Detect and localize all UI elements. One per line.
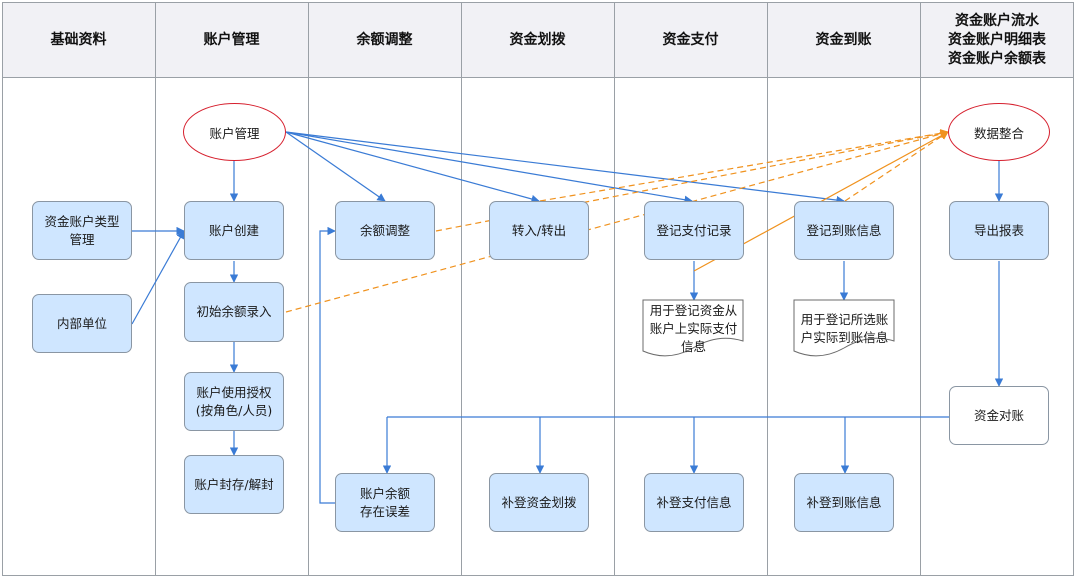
document-shape-payment	[642, 299, 744, 357]
node-payment-record[interactable]: 登记支付记录	[644, 201, 744, 260]
node-export-report[interactable]: 导出报表	[949, 201, 1049, 260]
lane-divider	[155, 2, 156, 576]
node-supplement-payment[interactable]: 补登支付信息	[644, 473, 744, 532]
node-supplement-transfer[interactable]: 补登资金划拨	[489, 473, 589, 532]
node-account-management-start[interactable]: 账户管理	[183, 103, 286, 161]
document-shape-arrival	[793, 299, 895, 357]
column-header-fund-payment: 资金支付	[662, 31, 719, 48]
node-internal-unit[interactable]: 内部单位	[32, 294, 132, 353]
column-header-fund-transfer: 资金划拨	[509, 31, 566, 48]
node-initial-balance-entry[interactable]: 初始余额录入	[184, 282, 284, 342]
column-header-fund-arrival: 资金到账	[815, 31, 872, 48]
edge-internal-unit-to-create	[131, 230, 185, 325]
column-header-reports: 资金账户流水 资金账户明细表 资金账户余额表	[948, 12, 1046, 67]
column-header-basic-data: 基础资料	[50, 31, 107, 48]
edge-ellipse-to-transfer	[285, 131, 540, 204]
edge-transfer-to-integration	[539, 129, 949, 202]
edge-arrival-to-integration	[844, 131, 949, 202]
lane-divider	[614, 2, 615, 576]
node-account-type-management[interactable]: 资金账户类型 管理	[32, 201, 132, 260]
node-account-seal[interactable]: 账户封存/解封	[184, 455, 284, 514]
edge-initial-to-integration	[285, 129, 949, 313]
edge-ellipse-to-adjust	[285, 131, 386, 202]
lane-divider	[767, 2, 768, 576]
note-payment-description: 用于登记资金从 账户上实际支付 信息	[649, 303, 738, 354]
edge-adjust-to-integration	[435, 129, 949, 232]
swimlane-header-row	[2, 2, 1074, 78]
node-account-authorization[interactable]: 账户使用授权 (按角色/人员)	[184, 372, 284, 431]
edge-ellipse-to-arrival	[285, 131, 845, 205]
column-header-balance-adjustment: 余额调整	[356, 31, 413, 48]
column-header-account-management: 账户管理	[203, 31, 260, 48]
node-balance-error[interactable]: 账户余额 存在误差	[335, 473, 435, 532]
node-supplement-arrival[interactable]: 补登到账信息	[794, 473, 894, 532]
node-balance-adjust[interactable]: 余额调整	[335, 201, 435, 260]
edge-ellipse-to-payment	[285, 131, 693, 204]
lane-divider	[461, 2, 462, 576]
edge-error-to-adjust	[319, 226, 336, 504]
node-arrival-record[interactable]: 登记到账信息	[794, 201, 894, 260]
node-account-create[interactable]: 账户创建	[184, 201, 284, 260]
lane-divider	[920, 2, 921, 576]
note-arrival-description: 用于登记所选账 户实际到账信息	[800, 312, 889, 345]
node-transfer-in-out[interactable]: 转入/转出	[489, 201, 589, 260]
node-data-integration[interactable]: 数据整合	[948, 103, 1050, 161]
node-fund-reconciliation[interactable]: 资金对账	[949, 386, 1049, 445]
lane-divider	[308, 2, 309, 576]
